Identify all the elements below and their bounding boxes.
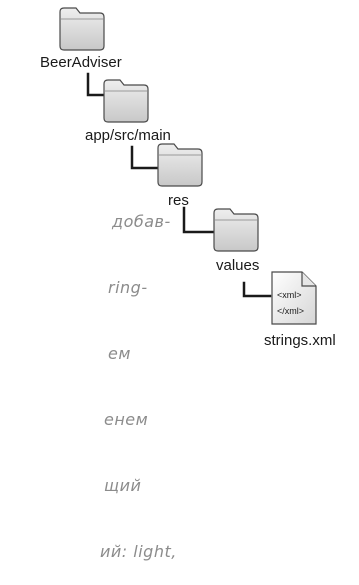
folder-icon[interactable]: [157, 143, 203, 187]
connector-values-strings: [242, 281, 272, 298]
xml-file-icon[interactable]: <xml> </xml>: [271, 271, 317, 325]
folder-icon[interactable]: [103, 79, 149, 123]
note-line: ring-: [108, 278, 148, 297]
node-label-values: values: [216, 257, 260, 274]
note-line: добав-: [112, 212, 171, 231]
node-label-beeradviser: BeerAdviser: [40, 54, 122, 71]
connector-res-values: [182, 206, 216, 234]
connector-app-res: [130, 145, 160, 170]
note-line: ий: light,: [100, 542, 177, 561]
file-text-line-1: <xml>: [277, 290, 302, 300]
node-label-strings-xml: strings.xml: [264, 332, 336, 349]
tree-connectors: [86, 72, 272, 298]
file-text-line-2: </xml>: [277, 306, 304, 316]
folder-icon[interactable]: [213, 208, 259, 252]
note-line: ем: [108, 344, 131, 363]
note-line: щий: [104, 476, 142, 495]
folder-icon[interactable]: [59, 7, 105, 51]
connector-beeradviser-app: [86, 72, 108, 97]
note-line: енем: [104, 410, 149, 429]
node-label-app-src-main: app/src/main: [85, 127, 171, 144]
handwritten-note: добав- ring- ем енем щий ий: light,: [0, 167, 177, 585]
folder-tree-diagram: <xml> </xml>: [59, 7, 317, 325]
node-label-res: res: [168, 192, 189, 209]
